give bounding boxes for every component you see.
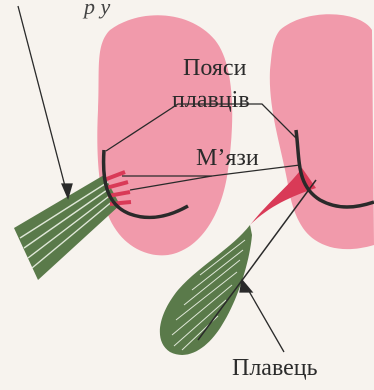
fin-label: Плавець <box>232 356 318 380</box>
girdles-label-line1: Пояси <box>183 56 246 80</box>
girdles-label-line2: плавців <box>172 88 250 112</box>
right-body-section <box>270 14 374 249</box>
muscles-label: М’язи <box>196 146 259 170</box>
left-body-section <box>97 15 232 255</box>
top-partial-label: р у <box>84 0 110 18</box>
